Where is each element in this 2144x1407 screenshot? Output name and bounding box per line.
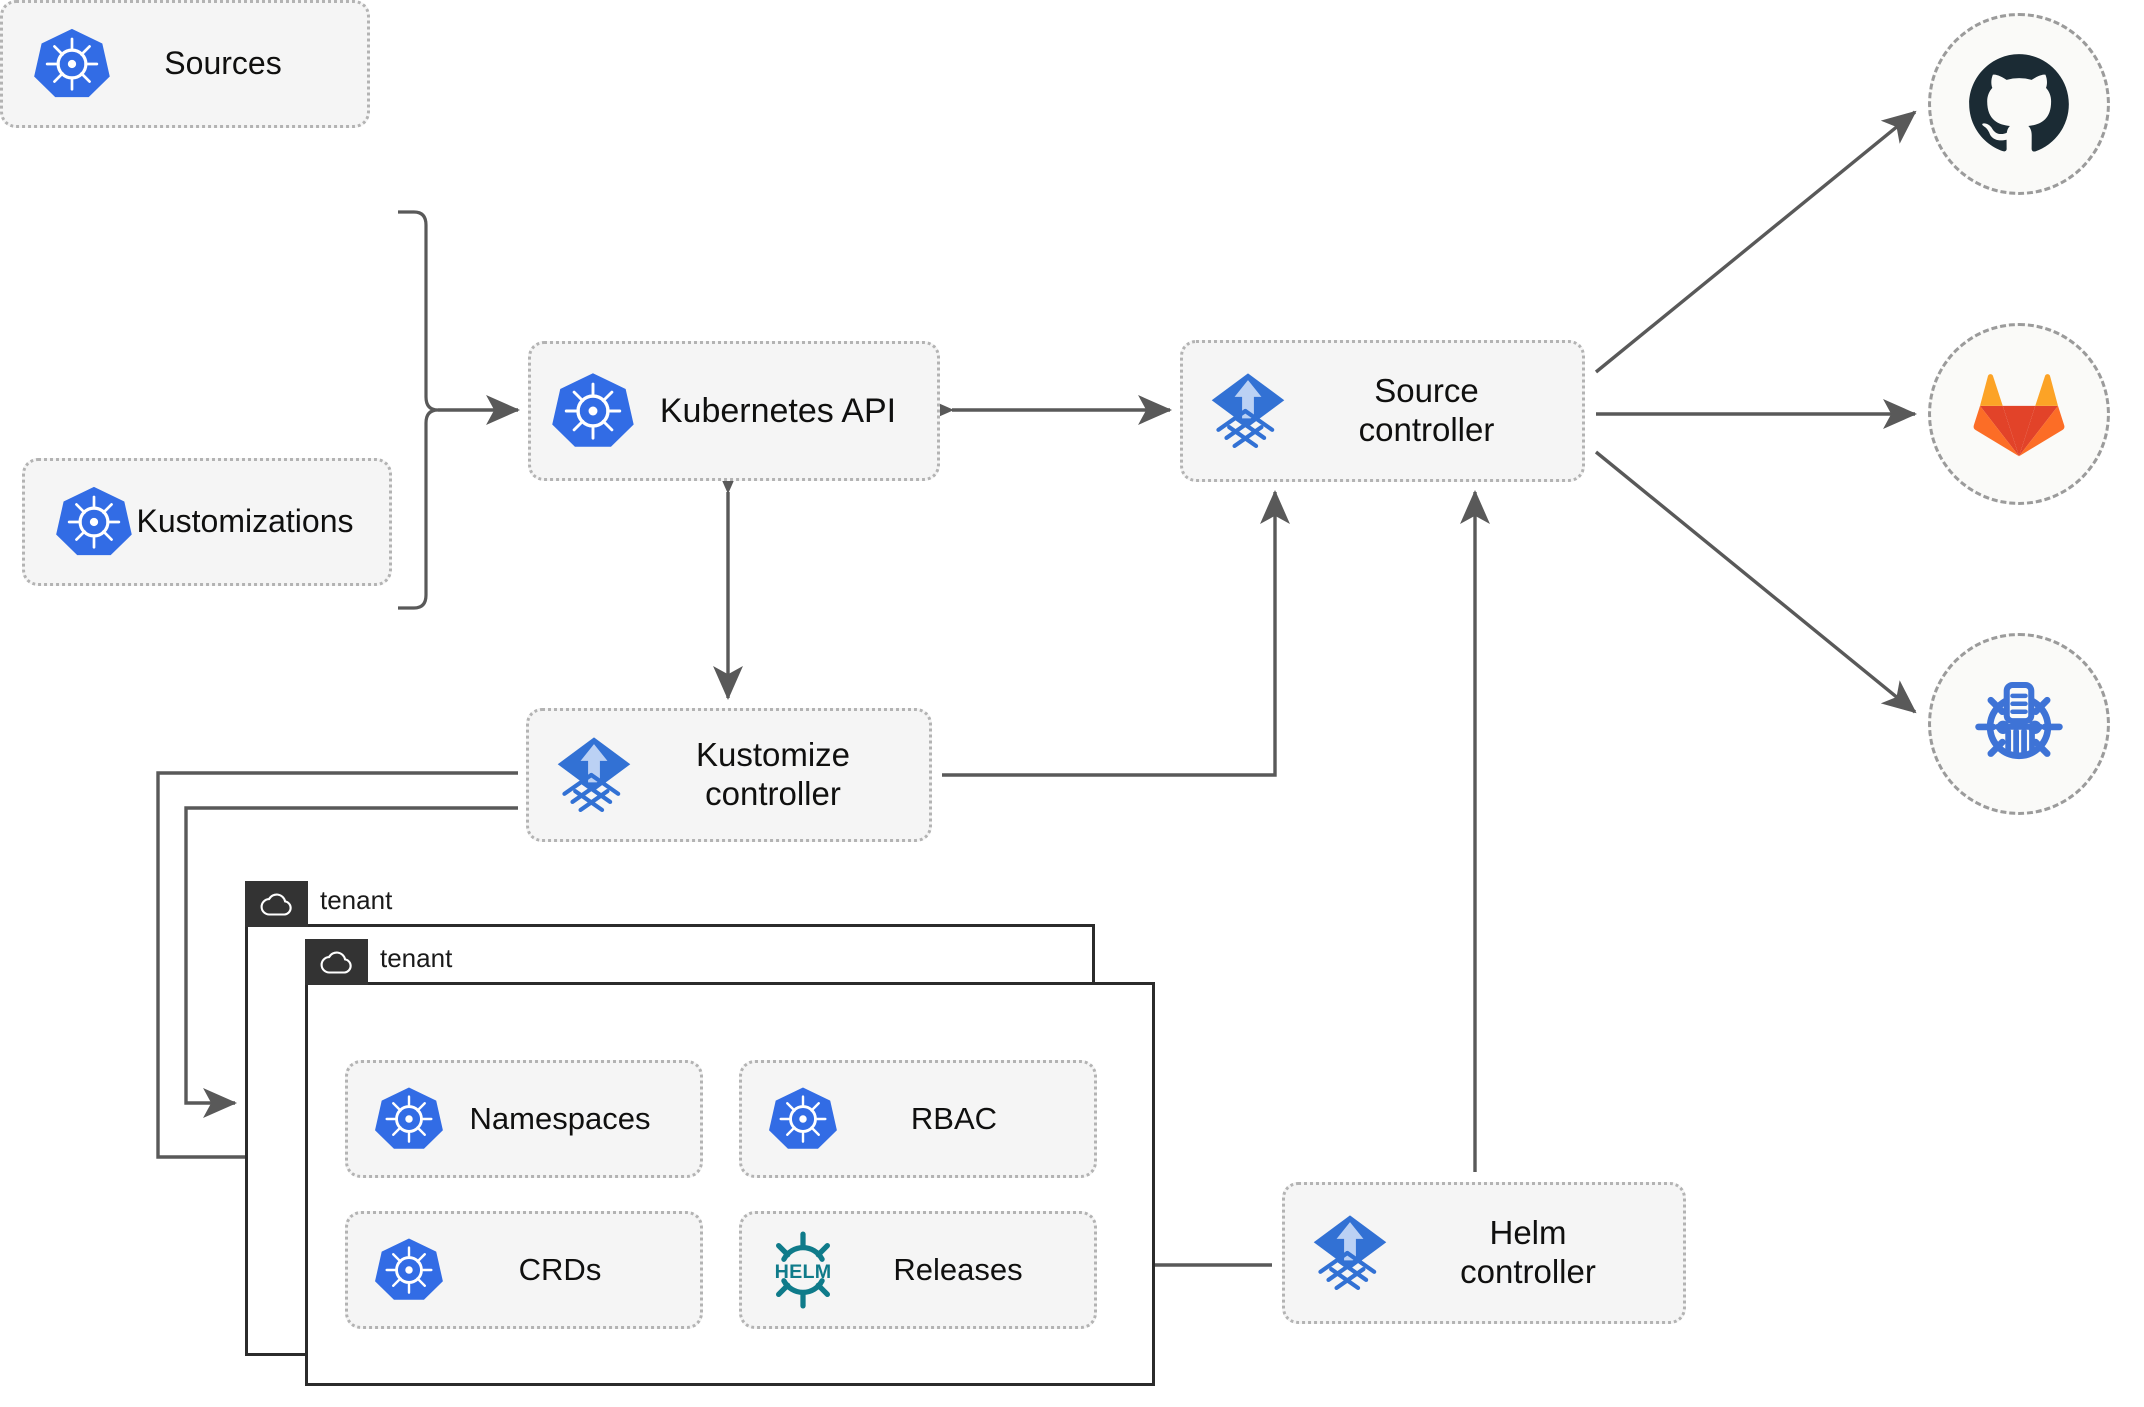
cloud-icon (305, 939, 368, 985)
kubernetes-icon (551, 369, 635, 453)
helm-icon: HELM (760, 1227, 846, 1313)
node-namespaces[interactable]: Namespaces (345, 1060, 703, 1178)
node-label: Helm controller (1460, 1214, 1596, 1290)
wire-kustomizecontroller-sourcecontroller (942, 489, 1290, 777)
kubernetes-icon (374, 1235, 444, 1305)
flux-icon (1205, 368, 1291, 454)
wire-sources-brace (398, 210, 439, 610)
node-label: Releases (893, 1251, 1023, 1287)
provider-github[interactable] (1928, 13, 2110, 195)
node-source-controller[interactable]: Source controller (1180, 340, 1585, 482)
node-label: CRDs (518, 1251, 602, 1287)
node-label: Source controller (1358, 372, 1495, 448)
flux-icon (551, 732, 637, 818)
node-label: Namespaces (469, 1100, 651, 1136)
wire-source-github (1594, 110, 1917, 374)
node-label: Sources (164, 45, 282, 82)
node-label: Kustomizations (136, 503, 354, 540)
node-label: Kustomize controller (695, 736, 851, 812)
node-sources[interactable]: Sources (0, 0, 370, 128)
kubernetes-icon (33, 25, 111, 103)
node-kustomize-controller[interactable]: Kustomize controller (526, 708, 932, 842)
node-kubernetes-api[interactable]: Kubernetes API (528, 341, 940, 481)
tenant-name: tenant (320, 885, 393, 915)
node-label: Kubernetes API (659, 391, 897, 430)
wire-source-helmrepo (1594, 450, 1917, 714)
cloud-icon (245, 881, 308, 927)
node-rbac[interactable]: RBAC (739, 1060, 1097, 1178)
flux-icon (1307, 1210, 1393, 1296)
tenant-name: tenant (380, 943, 453, 973)
gitlab-icon (1973, 374, 2065, 457)
node-kustomizations[interactable]: Kustomizations (22, 458, 392, 586)
kubernetes-icon (768, 1084, 838, 1154)
kubernetes-icon (374, 1084, 444, 1154)
node-helm-controller[interactable]: Helm controller (1282, 1182, 1686, 1324)
provider-gitlab[interactable] (1928, 323, 2110, 505)
node-releases[interactable]: HELM Releases (739, 1211, 1097, 1329)
github-icon (1969, 54, 2069, 152)
node-label: RBAC (910, 1100, 998, 1136)
node-crds[interactable]: CRDs (345, 1211, 703, 1329)
helm-repository-icon (1975, 681, 2063, 760)
provider-helm-repository[interactable] (1928, 633, 2110, 815)
kubernetes-icon (55, 483, 133, 561)
svg-text:HELM: HELM (775, 1261, 832, 1283)
